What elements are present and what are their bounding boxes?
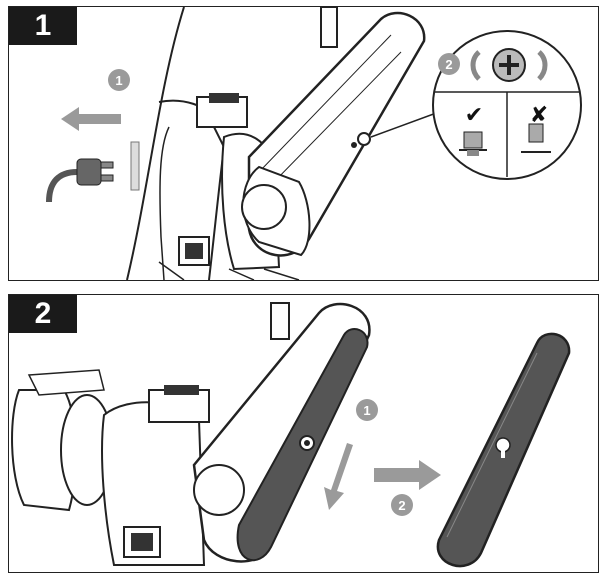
step-1-panel: 1 1 <box>8 6 599 281</box>
callout-2-badge <box>438 53 460 75</box>
step-2-panel: 2 1 2 <box>8 294 599 573</box>
correct-screw-position <box>459 131 487 156</box>
step-1-label: 1 <box>9 7 77 45</box>
callout-1-text: 1 <box>363 403 370 418</box>
screw-icon <box>492 48 526 82</box>
unplug-arrow <box>61 107 121 131</box>
cover-screw-hole <box>357 132 371 146</box>
cover-keyhole <box>495 437 511 453</box>
callout-1-text: 1 <box>115 73 122 88</box>
callout-2-badge <box>391 494 413 516</box>
callout-1-badge <box>356 399 378 421</box>
cross-icon: ✘ <box>530 103 548 128</box>
step-1-illustration: 1 2 ✔ ✘ <box>46 7 582 280</box>
callout-1-badge <box>108 69 130 91</box>
rotate-arrows-icon <box>470 50 548 81</box>
check-icon: ✔ <box>465 103 483 128</box>
slide-down-arrow <box>324 443 353 510</box>
motor-housing <box>101 401 206 566</box>
power-plug-icon <box>46 141 140 203</box>
step-2-label: 2 <box>9 295 77 333</box>
callout-2-text: 2 <box>445 57 452 72</box>
grinder-guard <box>126 7 185 280</box>
step-2-illustration: 1 2 <box>11 302 571 568</box>
callout-2-text: 2 <box>398 498 405 513</box>
pull-away-arrow <box>374 460 441 490</box>
screw-detail-callout: 2 ✔ ✘ <box>432 30 582 180</box>
belt-tension-knob <box>320 7 338 48</box>
power-switch <box>123 526 161 558</box>
belt-tension-knob <box>270 302 290 340</box>
incorrect-screw-position <box>521 123 551 153</box>
